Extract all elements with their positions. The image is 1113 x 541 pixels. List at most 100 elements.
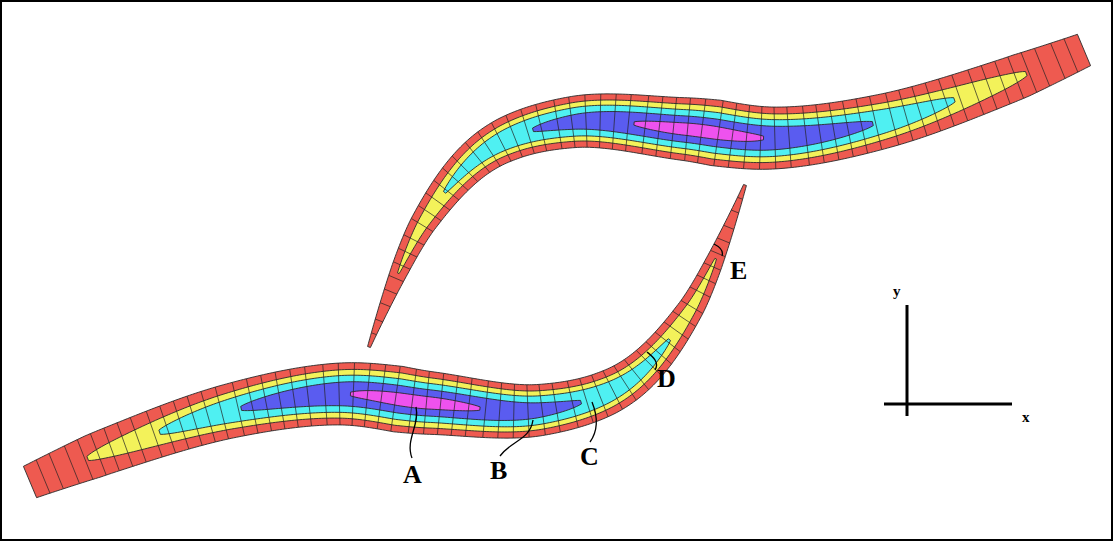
mesh-line	[626, 95, 632, 152]
mesh-line	[465, 378, 472, 436]
x-axis	[884, 403, 1012, 406]
mesh-line	[104, 428, 119, 471]
mesh-line	[437, 373, 443, 434]
mesh-line	[580, 378, 594, 422]
mesh-line	[384, 289, 396, 294]
mesh-line	[146, 411, 162, 457]
mesh-line	[592, 375, 609, 417]
mesh-line	[567, 381, 578, 428]
mesh-line	[685, 98, 691, 161]
mesh-line	[673, 311, 696, 326]
mesh-line	[451, 376, 458, 436]
mesh-line	[275, 372, 285, 429]
mesh-line	[452, 156, 478, 182]
mesh-line	[697, 275, 716, 284]
axis-label: y	[893, 284, 901, 299]
leader-lines	[410, 244, 722, 458]
mesh-line	[49, 453, 63, 488]
mesh-line	[434, 180, 459, 200]
contour-band	[634, 121, 764, 141]
mesh-line	[404, 235, 424, 245]
contour-band	[241, 382, 582, 421]
mesh-line	[1021, 53, 1037, 93]
mesh-line	[646, 342, 672, 364]
mesh-line	[655, 332, 680, 352]
mesh-line	[506, 115, 523, 157]
mesh-line	[375, 319, 382, 322]
mesh-line	[614, 366, 636, 400]
mesh-line	[728, 103, 737, 167]
axis-label: x	[1022, 410, 1030, 425]
mesh-line	[704, 263, 721, 271]
mesh-line	[1064, 39, 1078, 72]
mesh-line	[624, 360, 648, 390]
leader-line	[590, 402, 596, 442]
callout-letter: E	[730, 258, 747, 284]
mesh-line	[201, 391, 215, 442]
mesh-line	[478, 132, 500, 166]
mesh-line	[670, 97, 676, 158]
mesh-line	[642, 96, 649, 154]
contour-band	[23, 184, 746, 497]
mesh-line	[698, 99, 706, 163]
mesh-line	[759, 107, 762, 170]
mesh-line	[352, 363, 355, 426]
contour-band	[350, 391, 480, 411]
y-axis	[906, 305, 909, 416]
mesh-line	[952, 75, 968, 121]
mesh-line	[418, 205, 441, 220]
mesh-line	[585, 95, 587, 147]
mesh-line	[377, 365, 386, 429]
mesh-line	[968, 70, 984, 115]
mesh-line	[465, 142, 489, 172]
mesh-line	[743, 105, 749, 169]
mesh-line	[829, 103, 839, 160]
worm	[368, 34, 1091, 347]
mesh-line	[527, 385, 529, 437]
worm-contours	[23, 34, 1090, 497]
mesh-line	[371, 333, 376, 335]
mesh-line	[802, 106, 809, 165]
mesh-line	[426, 193, 450, 210]
callout-letter: B	[490, 458, 507, 484]
mesh-line	[1034, 48, 1049, 86]
mesh-line	[380, 303, 390, 307]
mesh-line	[1008, 57, 1024, 98]
mesh-line	[398, 248, 417, 257]
callout-letter: C	[580, 444, 599, 470]
mesh-line	[1051, 43, 1065, 78]
mesh-line	[842, 101, 853, 157]
mesh-line	[90, 434, 106, 475]
mesh-line	[869, 96, 881, 149]
mesh-line	[774, 107, 776, 169]
mesh-line	[938, 79, 954, 126]
mesh-line	[912, 87, 927, 136]
contour-band	[398, 71, 1028, 273]
mesh-line	[690, 287, 710, 297]
contour-band	[159, 339, 671, 435]
contour-band	[87, 258, 717, 460]
mesh-line	[787, 107, 791, 168]
leader-line	[714, 244, 722, 256]
mesh-line	[856, 99, 868, 153]
mesh-line	[160, 406, 176, 453]
mesh-line	[603, 371, 623, 409]
mesh-line	[77, 440, 93, 480]
mesh-line	[338, 363, 340, 425]
callout-letter: A	[403, 462, 422, 488]
mesh-line	[664, 322, 688, 339]
mesh-line	[981, 66, 997, 110]
mesh-line	[899, 90, 913, 141]
mesh-line	[552, 383, 560, 432]
contour-band	[368, 34, 1091, 347]
mesh-line	[173, 401, 189, 449]
mesh-line	[130, 417, 146, 462]
axis-symbol	[884, 305, 1012, 416]
mesh-line	[483, 381, 489, 438]
mesh-line	[232, 382, 244, 435]
mesh-line	[187, 396, 202, 445]
mesh-line	[411, 218, 433, 231]
mesh-line	[536, 104, 547, 151]
leader-line	[500, 420, 533, 456]
